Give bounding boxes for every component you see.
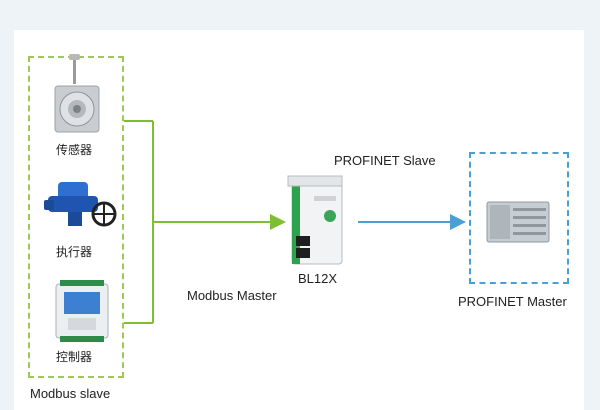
modbus-bus-lines (124, 120, 272, 324)
controller-device-image (55, 280, 109, 342)
sensor-device-image (54, 54, 100, 133)
sensor-label: 传感器 (56, 143, 93, 157)
plc-device-image (486, 201, 550, 243)
modbus-arrowhead (270, 214, 286, 230)
actuator-device-image (44, 182, 117, 227)
actuator-label: 执行器 (56, 245, 93, 259)
profinet-link-line (358, 214, 466, 230)
device-label: BL12X (298, 271, 338, 286)
profinet-slave-label: PROFINET Slave (334, 153, 436, 168)
modbus-slave-label: Modbus slave (30, 386, 111, 401)
diagram-graphics (44, 54, 550, 342)
modbus-master-label: Modbus Master (187, 288, 277, 303)
bl12x-device-image (287, 175, 343, 265)
profinet-master-label: PROFINET Master (458, 294, 567, 309)
controller-label: 控制器 (56, 350, 93, 364)
profinet-master-group (469, 152, 569, 284)
